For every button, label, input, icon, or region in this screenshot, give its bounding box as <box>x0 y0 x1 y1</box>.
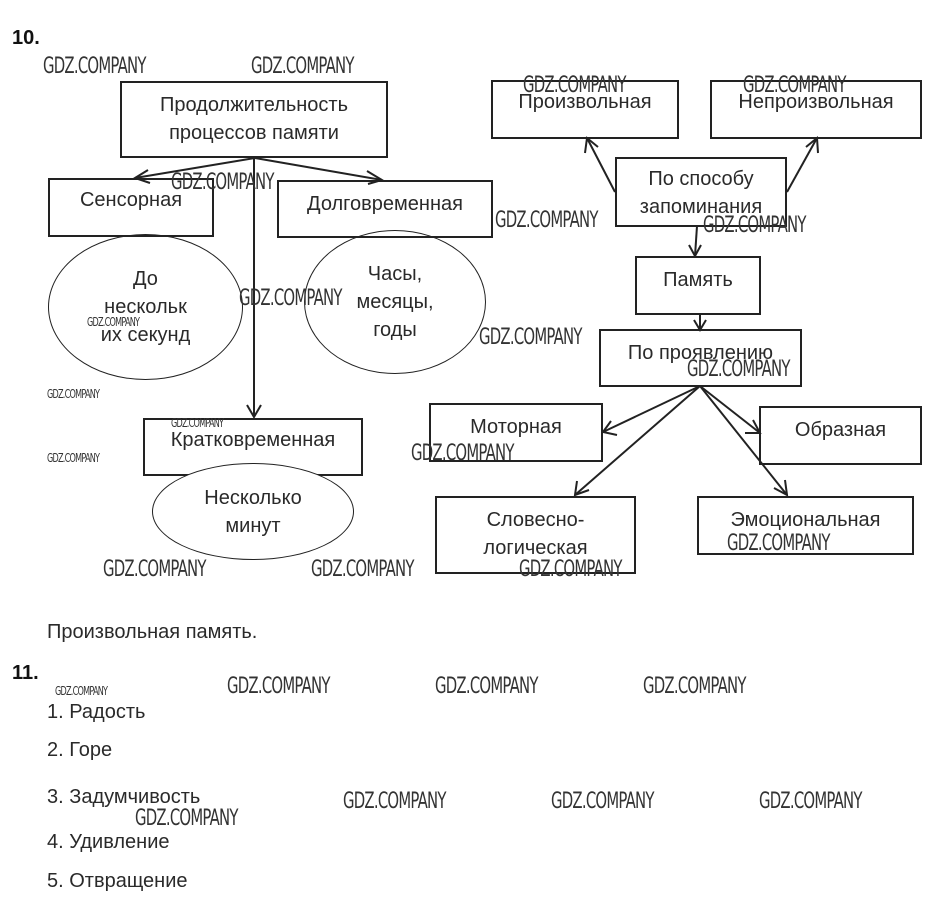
shortterm-duration-line1: Несколько <box>204 486 302 509</box>
longterm-box: Долговременная <box>277 180 493 238</box>
arrowhead-verbal <box>573 480 590 497</box>
by-method-box: По способу запоминания <box>615 157 787 227</box>
sensory-duration-line3: их секунд <box>100 324 191 346</box>
task10-number: 10. <box>12 27 40 49</box>
arrow-root-longterm <box>254 157 383 181</box>
verbal-logical-box: Словесно- логическая <box>435 496 636 574</box>
by-method-line2: запоминания <box>639 196 763 218</box>
emotional-box: Эмоциональная <box>697 496 914 555</box>
watermark: GDZ.COMPANY <box>759 789 862 814</box>
watermark: GDZ.COMPANY <box>55 684 108 698</box>
by-manifestation-box: По проявлению <box>599 329 802 387</box>
task10-answer: Произвольная память. <box>47 621 258 643</box>
longterm-duration-line1: Часы, <box>367 263 423 285</box>
watermark: GDZ.COMPANY <box>411 441 514 466</box>
watermark: GDZ.COMPANY <box>495 208 598 233</box>
sensory-duration-line2: нескольк <box>104 296 187 318</box>
watermark: GDZ.COMPANY <box>103 557 206 582</box>
watermark: GDZ.COMPANY <box>519 557 622 582</box>
arrow-to-verbal <box>574 385 701 496</box>
watermark: GDZ.COMPANY <box>727 531 830 556</box>
arrow-method-memory <box>694 225 698 257</box>
watermark: GDZ.COMPANY <box>47 387 100 401</box>
arrow-to-motor <box>602 385 701 433</box>
involuntary-box: Непроизвольная <box>710 80 922 139</box>
arrowhead-shortterm <box>246 404 262 419</box>
root-line2: процессов памяти <box>169 122 339 144</box>
longterm-duration-line2: месяцы, <box>356 291 434 313</box>
memory-box: Память <box>635 256 761 315</box>
task11-item: 5. Отвращение <box>47 870 188 892</box>
watermark: GDZ.COMPANY <box>227 674 330 699</box>
watermark: GDZ.COMPANY <box>87 315 140 329</box>
arrowhead-emotional <box>773 479 789 497</box>
voluntary-label: Произвольная <box>518 91 652 113</box>
watermark: GDZ.COMPANY <box>743 73 846 98</box>
involuntary-label: Непроизвольная <box>738 91 894 113</box>
watermark: GDZ.COMPANY <box>239 286 342 311</box>
verbal-logical-line1: Словесно- <box>486 509 585 531</box>
watermark: GDZ.COMPANY <box>643 674 746 699</box>
watermark: GDZ.COMPANY <box>687 357 790 382</box>
task11-item: 4. Удивление <box>47 831 170 853</box>
arrow-method-involuntary <box>786 137 818 193</box>
sensory-duration-ellipse: До нескольк их секунд <box>48 234 243 380</box>
by-method-line1: По способу <box>648 168 754 190</box>
watermark: GDZ.COMPANY <box>47 451 100 465</box>
task11-item: 2. Горе <box>47 739 113 761</box>
arrow-to-emotional <box>699 385 788 496</box>
longterm-duration-line3: годы <box>373 319 417 341</box>
watermark: GDZ.COMPANY <box>171 416 224 430</box>
sensory-duration-line1: До <box>133 268 158 290</box>
sensory-label: Сенсорная <box>79 189 183 211</box>
watermark: GDZ.COMPANY <box>135 806 238 831</box>
watermark: GDZ.COMPANY <box>435 674 538 699</box>
watermark: GDZ.COMPANY <box>251 54 354 79</box>
task11-item: 3. Задумчивость <box>47 786 201 808</box>
watermark: GDZ.COMPANY <box>703 213 806 238</box>
watermark: GDZ.COMPANY <box>551 789 654 814</box>
motor-label: Моторная <box>470 416 562 438</box>
watermark: GDZ.COMPANY <box>523 73 626 98</box>
task11-item: 1. Радость <box>47 701 146 723</box>
shortterm-label: Кратковременная <box>170 429 336 451</box>
verbal-logical-line2: логическая <box>483 537 588 559</box>
arrow-to-figurative <box>699 385 761 434</box>
watermark: GDZ.COMPANY <box>171 170 274 195</box>
emotional-label: Эмоциональная <box>730 509 881 531</box>
watermark: GDZ.COMPANY <box>43 54 146 79</box>
arrow-method-voluntary <box>586 137 616 193</box>
figurative-box: Образная <box>759 406 922 465</box>
motor-box: Моторная <box>429 403 603 462</box>
root-line1: Продолжительность <box>160 94 348 116</box>
longterm-duration-ellipse: Часы, месяцы, годы <box>304 230 486 374</box>
shortterm-duration-ellipse: Несколько минут <box>152 463 354 560</box>
root-box: Продолжительность процессов памяти <box>120 81 388 158</box>
longterm-label: Долговременная <box>307 193 463 215</box>
figurative-label: Образная <box>794 419 887 441</box>
voluntary-box: Произвольная <box>491 80 679 139</box>
watermark: GDZ.COMPANY <box>479 325 582 350</box>
shortterm-duration-line2: минут <box>225 514 281 537</box>
memory-label: Память <box>663 269 733 291</box>
arrow-root-sensory <box>134 157 256 179</box>
task11-number: 11. <box>12 662 39 684</box>
watermark: GDZ.COMPANY <box>311 557 414 582</box>
by-manifestation-label: По проявлению <box>627 342 774 364</box>
arrowhead-motor <box>601 420 618 436</box>
watermark: GDZ.COMPANY <box>343 789 446 814</box>
